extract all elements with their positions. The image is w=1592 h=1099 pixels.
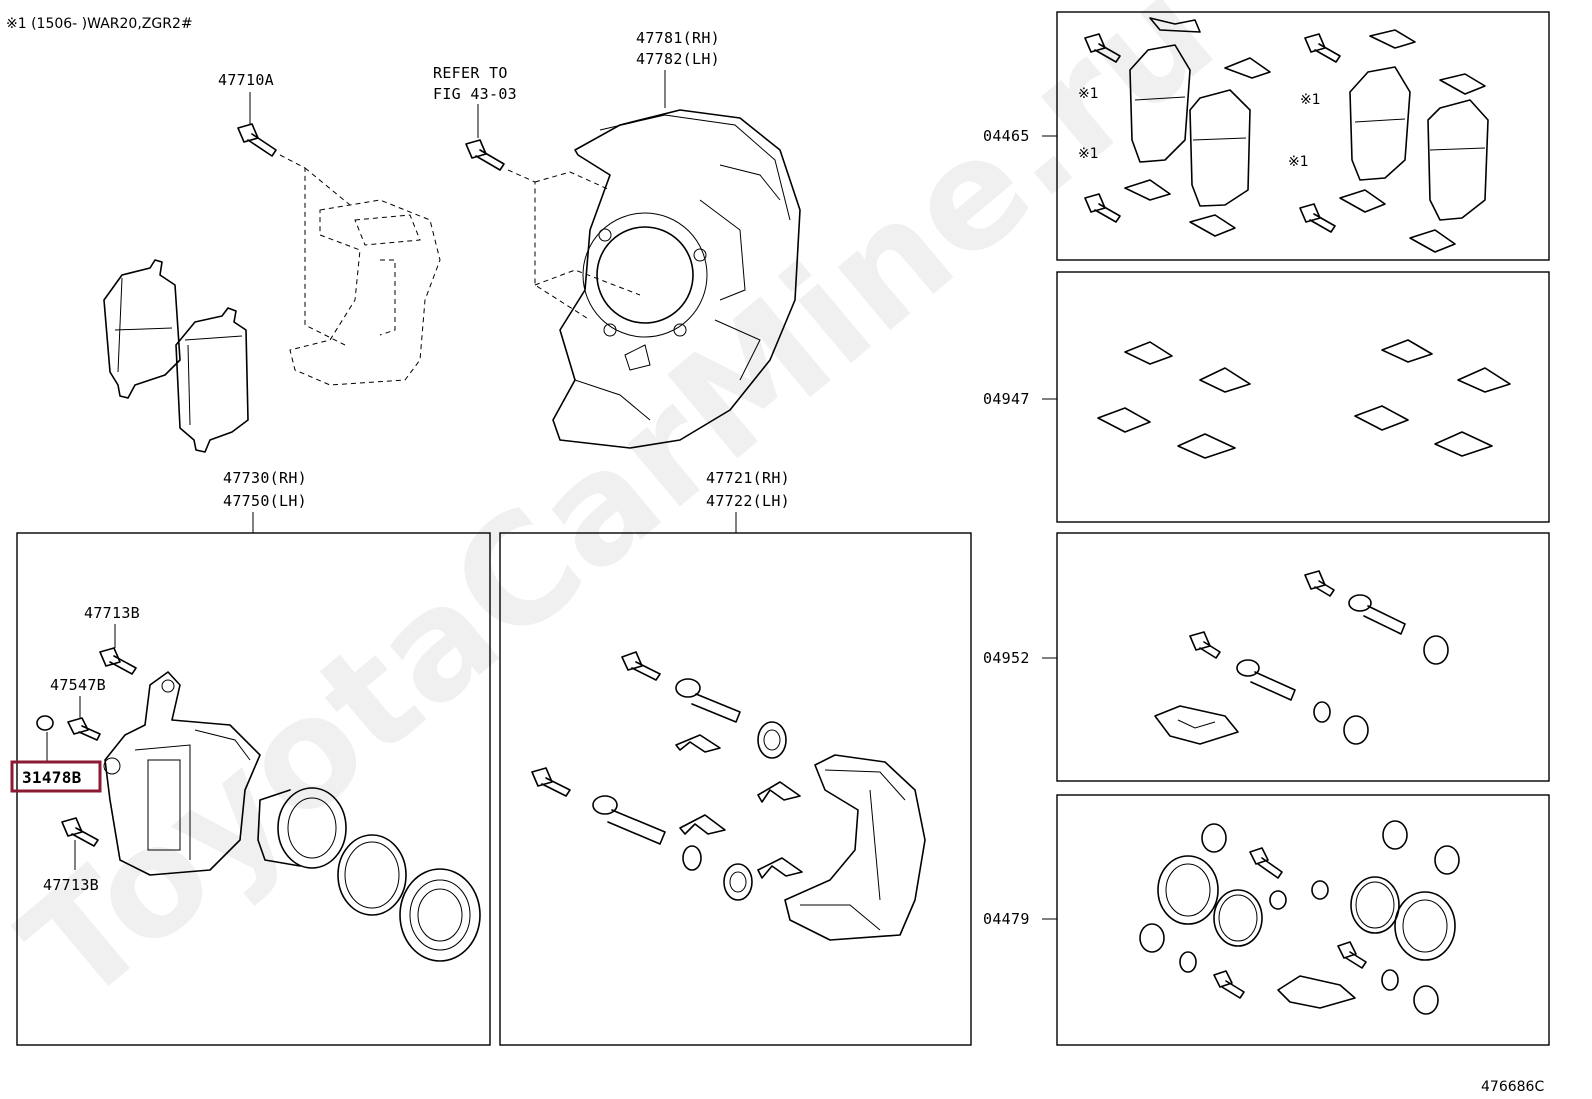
shield-bolt-illustration	[465, 139, 505, 171]
kit-code-04479: 04479	[983, 910, 1030, 928]
callout-31478B: 31478B	[22, 768, 82, 787]
note-mark-2: ※1	[1078, 146, 1099, 162]
caliper-assembly-box	[16, 532, 491, 1046]
dust-boot-illustration	[399, 868, 481, 962]
clip-b	[757, 781, 801, 803]
kit-04952-box	[1056, 532, 1550, 782]
kit-04479-contents	[1139, 820, 1460, 1015]
kit-04465-contents	[1084, 17, 1489, 253]
mount-bolt-lower	[531, 767, 571, 797]
refer-to-label: REFER TO	[433, 64, 508, 82]
kit-code-04465: 04465	[983, 127, 1030, 145]
brake-pads-illustration	[103, 259, 249, 453]
callout-47713B-lower: 47713B	[43, 876, 99, 894]
watermark: ToyotaCarMine.ru	[0, 0, 1246, 1038]
note-mark-1: ※1	[1078, 86, 1099, 102]
bushing-a	[682, 845, 702, 871]
callout-47713B-upper: 47713B	[84, 604, 140, 622]
boot-b	[723, 863, 753, 901]
guide-pin-upper	[675, 678, 741, 723]
header-note: ※1 (1506- )WAR20,ZGR2#	[6, 16, 193, 32]
dust-shield-illustration	[552, 109, 801, 449]
kit-code-04947: 04947	[983, 390, 1030, 408]
kit-04947-box	[1056, 271, 1550, 523]
mounting-bolt-illustration	[237, 123, 277, 157]
kit-code-04952: 04952	[983, 649, 1030, 667]
caliper-bracket-dashed	[289, 199, 441, 386]
callout-47730: 47730(RH)	[223, 469, 307, 487]
callout-47547B: 47547B	[50, 676, 106, 694]
clip-a	[675, 734, 721, 753]
callout-47722: 47722(LH)	[706, 492, 790, 510]
note-mark-3: ※1	[1300, 92, 1321, 108]
kit-04952-contents	[1154, 570, 1449, 745]
kit-04947-contents	[1097, 339, 1511, 459]
figure-id: 476686C	[1481, 1079, 1544, 1095]
refer-fig-label: FIG 43-03	[433, 85, 517, 103]
slide-bolt-upper	[99, 647, 137, 675]
bleeder-cap-illustration	[36, 715, 54, 731]
kit-04479-box	[1056, 794, 1550, 1046]
slide-bolt-lower	[61, 817, 99, 847]
caliper-mount-illustration	[784, 754, 926, 941]
caliper-body-illustration	[103, 671, 261, 876]
callout-47750: 47750(LH)	[223, 492, 307, 510]
callout-47721: 47721(RH)	[706, 469, 790, 487]
bleeder-plug-illustration	[67, 717, 101, 741]
callout-47782: 47782(LH)	[636, 50, 720, 68]
highlight-box	[10, 760, 102, 793]
guide-pin-lower	[592, 795, 666, 845]
mount-bolt-upper	[621, 651, 661, 681]
callout-47781: 47781(RH)	[636, 29, 720, 47]
piston-illustration	[257, 787, 347, 869]
caliper-mount-box	[499, 532, 972, 1046]
note-mark-4: ※1	[1288, 154, 1309, 170]
clip-d	[757, 857, 803, 879]
clip-c	[679, 814, 726, 835]
callout-47710A: 47710A	[218, 71, 274, 89]
boot-a	[757, 721, 787, 759]
piston-seal-illustration	[337, 834, 407, 916]
